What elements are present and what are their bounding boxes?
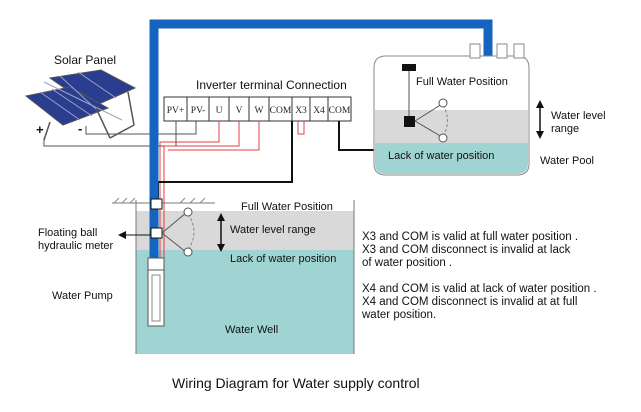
note-x4: X4 and COM is valid at lack of water pos… <box>362 283 632 322</box>
diagram-caption: Wiring Diagram for Water supply control <box>172 375 420 391</box>
water-pool-label: Water Pool <box>540 155 594 167</box>
terminal-x3: X3 <box>295 106 307 116</box>
well-lack-label: Lack of water position <box>230 253 336 265</box>
terminal-labels: PV+ PV- U V W COM X3 X4 COM <box>167 106 351 116</box>
note-x4-line-2: X4 and COM disconnect is invalid at at f… <box>362 296 578 308</box>
note-x3-line-3: of water position . <box>362 257 453 269</box>
well-float-meter <box>150 198 195 257</box>
pool-level-arrow <box>536 100 544 139</box>
minus-label: - <box>78 121 82 136</box>
well-level-range-label: Water level range <box>230 224 316 236</box>
water-well <box>112 197 355 354</box>
water-pump-icon <box>147 257 165 327</box>
well-full-label: Full Water Position <box>241 201 333 213</box>
pool-full-label: Full Water Position <box>416 76 508 88</box>
solar-wires <box>43 121 197 147</box>
solar-panel-label: Solar Panel <box>54 53 116 67</box>
pool-float-meter <box>402 64 448 143</box>
terminal-com-1: COM <box>270 106 292 116</box>
note-x3: X3 and COM is valid at full water positi… <box>362 231 632 270</box>
terminal-x4: X4 <box>313 106 325 116</box>
terminal-v: V <box>236 106 243 116</box>
note-x3-line-1: X3 and COM is valid at full water positi… <box>362 231 579 243</box>
inverter-title: Inverter terminal Connection <box>196 78 347 92</box>
terminal-pv-plus: PV+ <box>167 106 185 116</box>
note-x4-line-1: X4 and COM is valid at lack of water pos… <box>362 283 597 295</box>
water-pump-label: Water Pump <box>52 290 113 302</box>
solar-panel-icon <box>24 69 137 141</box>
water-pool <box>373 43 530 176</box>
note-x3-line-2: X3 and COM disconnect is invalid at lack <box>362 244 571 256</box>
note-x4-line-3: water position. <box>362 309 437 321</box>
x3-wire <box>297 121 305 135</box>
terminal-com-2: COM <box>329 106 351 116</box>
terminal-w: W <box>255 106 264 116</box>
terminal-pv-minus: PV- <box>191 106 205 116</box>
inverter-terminal-block <box>163 96 352 122</box>
terminal-u: U <box>216 106 223 116</box>
water-pipe <box>149 19 493 258</box>
floating-ball-label-1: Floating ball <box>38 227 97 239</box>
pool-lack-label: Lack of water position <box>388 150 494 162</box>
floating-ball-arrowhead <box>118 231 126 239</box>
well-level-arrow <box>217 213 225 252</box>
pool-level-range-label-2: range <box>551 123 579 135</box>
pool-level-range-label-1: Water level <box>551 110 606 122</box>
floating-ball-label-2: hydraulic meter <box>38 240 114 252</box>
water-well-label: Water Well <box>225 324 278 336</box>
plus-label: + <box>36 122 44 137</box>
